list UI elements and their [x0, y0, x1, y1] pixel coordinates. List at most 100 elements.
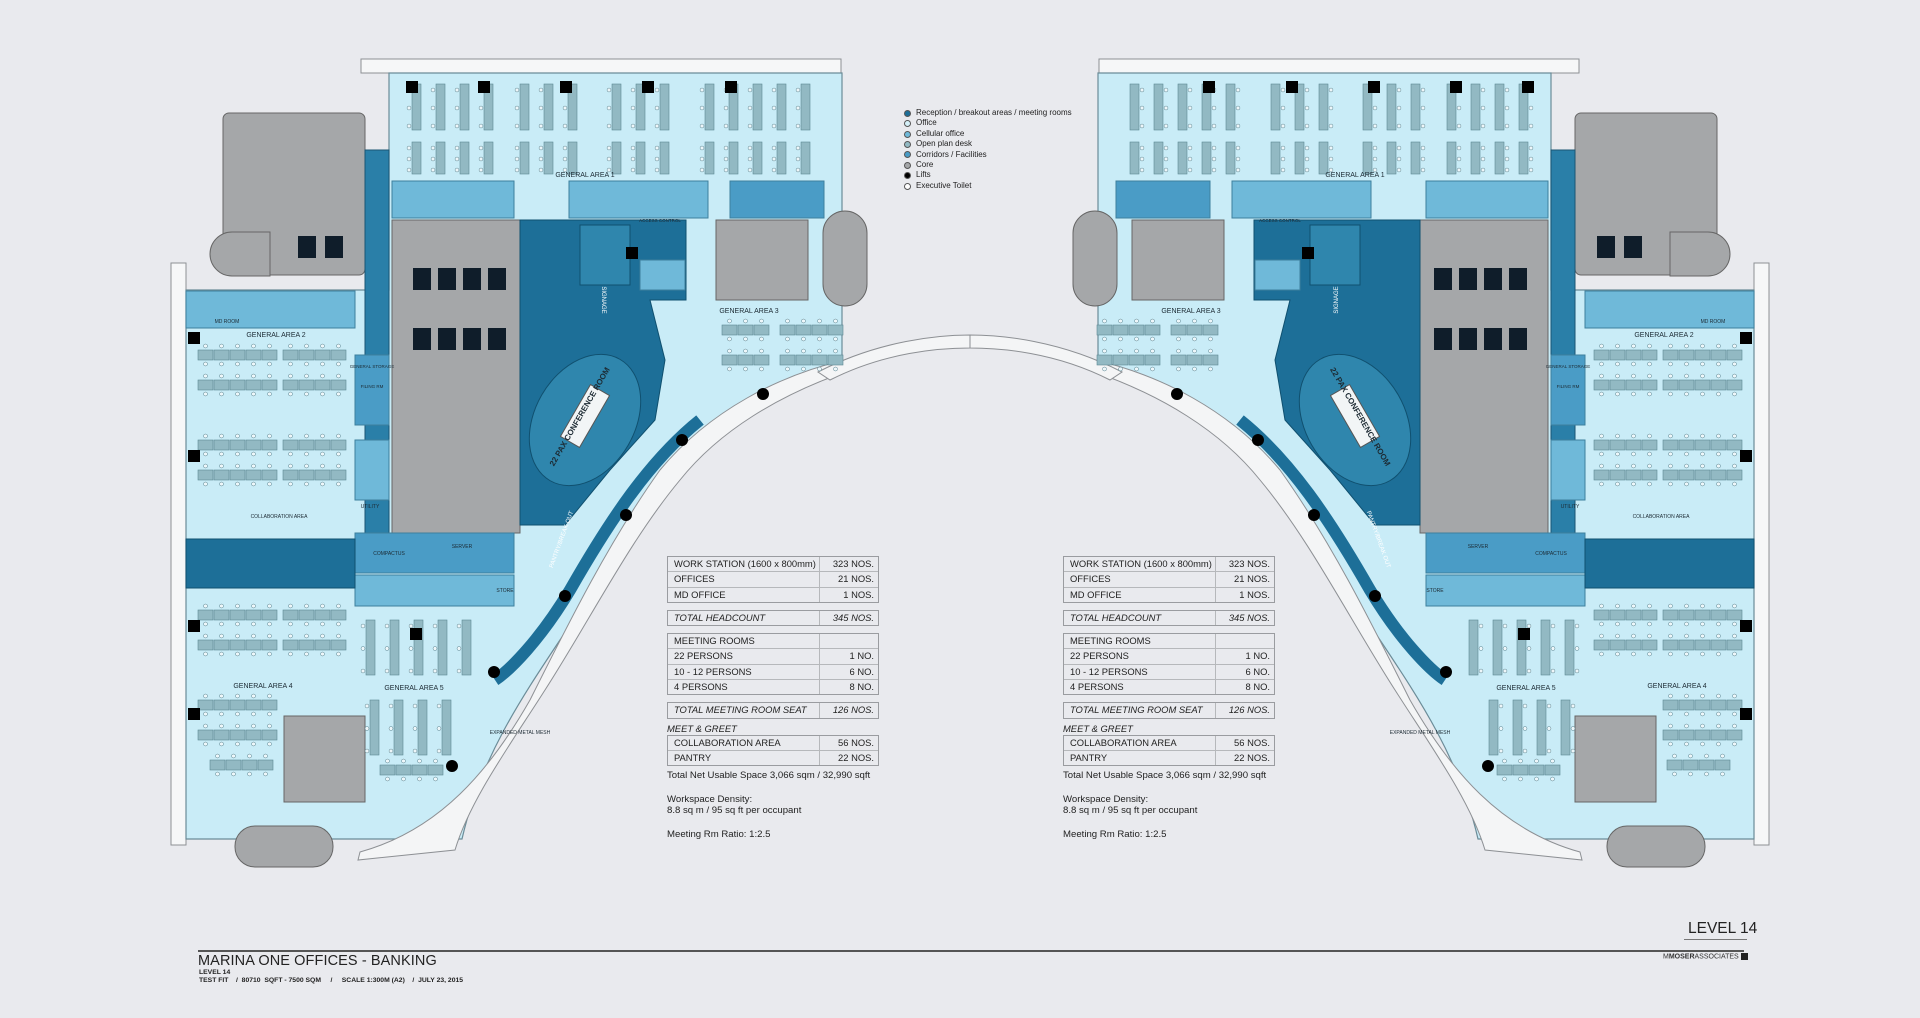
drawing-details: TEST FIT / 80710 SQFT - 7500 SQM / SCALE…	[199, 977, 464, 984]
schedule-label: COLLABORATION AREA	[1064, 735, 1216, 750]
legend-item: Corridors / Facilities	[904, 150, 1072, 160]
label-collab: COLLABORATION AREA	[1633, 514, 1691, 520]
label-utility: UTILITY	[1561, 504, 1580, 510]
legend-swatch-icon	[904, 140, 911, 148]
label-filing: FILING RM	[1557, 384, 1580, 389]
schedule-label: WORK STATION (1600 x 800mm)	[668, 557, 820, 572]
schedule-value: 6 NO.	[849, 665, 875, 677]
label-ga2: GENERAL AREA 2	[246, 332, 305, 339]
schedule-value: 126 NOS.	[1228, 704, 1270, 716]
label-general-storage: GENERAL STORAGE	[1546, 364, 1591, 369]
schedule-value	[820, 634, 878, 648]
schedule-label: MEETING ROOMS	[1064, 634, 1216, 649]
legend-label: Core	[916, 160, 934, 170]
label-ga5: GENERAL AREA 5	[384, 685, 443, 692]
schedule-label: MD OFFICE	[1064, 587, 1216, 602]
schedule-row: MEETING ROOMS	[668, 634, 878, 649]
schedule-label: 10 - 12 PERSONS	[668, 664, 820, 680]
schedule-value: 345 NOS.	[1228, 611, 1270, 623]
schedule-value: 323 NOS.	[1228, 558, 1270, 569]
schedule-label: OFFICES	[668, 572, 820, 587]
schedule-label: MEETING ROOMS	[668, 634, 820, 649]
legend-swatch-icon	[904, 120, 911, 128]
schedule-row: TOTAL MEETING ROOM SEAT 126 NOS.	[668, 703, 878, 718]
schedule-row: TOTAL MEETING ROOM SEAT 126 NOS.	[1064, 703, 1274, 718]
legend-label: Lifts	[916, 170, 931, 180]
net-usable-space: Total Net Usable Space 3,066 sqm / 32,99…	[667, 770, 871, 782]
schedule-right: WORK STATION (1600 x 800mm)323 NOS.OFFIC…	[1063, 556, 1275, 852]
workspace-density: Workspace Density:8.8 sq m / 95 sq ft pe…	[667, 794, 879, 817]
schedule-value: 126 NOS.	[832, 704, 874, 716]
density-value: 8.8 sq m / 95 sq ft per occupant	[1063, 805, 1198, 817]
schedule-label: MD OFFICE	[668, 587, 820, 602]
schedule-label: COLLABORATION AREA	[668, 735, 820, 750]
label-compactus: COMPACTUS	[1535, 551, 1567, 557]
label-ga3: GENERAL AREA 3	[1161, 308, 1220, 315]
schedule-table: TOTAL MEETING ROOM SEAT 126 NOS.	[667, 702, 879, 719]
schedule-value: 22 NOS.	[838, 751, 874, 763]
label-utility: UTILITY	[361, 504, 380, 510]
legend-label: Corridors / Facilities	[916, 149, 987, 159]
schedule-value: 22 NOS.	[1234, 751, 1270, 763]
net-usable-space: Total Net Usable Space 3,066 sqm / 32,99…	[1063, 770, 1267, 782]
project-title: MARINA ONE OFFICES - BANKING	[198, 953, 437, 969]
legend-label: Reception / breakout areas / meeting roo…	[916, 108, 1072, 117]
label-general-storage: GENERAL STORAGE	[350, 364, 395, 369]
level-subtitle: LEVEL 14	[199, 969, 231, 976]
label-ga2: GENERAL AREA 2	[1634, 332, 1693, 339]
label-collab: COLLABORATION AREA	[251, 514, 309, 520]
level-label: LEVEL 14	[1688, 920, 1758, 937]
firm-logo-box	[1740, 953, 1748, 960]
schedule-table: WORK STATION (1600 x 800mm)323 NOS.OFFIC…	[1063, 556, 1275, 603]
schedule-value: 6 NO.	[1245, 665, 1271, 677]
legend: Reception / breakout areas / meeting roo…	[904, 108, 1072, 191]
schedule-row: MEETING ROOMS	[1064, 634, 1274, 649]
schedule-table: TOTAL MEETING ROOM SEAT 126 NOS.	[1063, 702, 1275, 719]
schedule-label: TOTAL MEETING ROOM SEAT	[668, 703, 820, 718]
schedule-value: 8 NO.	[849, 681, 875, 693]
density-value: 8.8 sq m / 95 sq ft per occupant	[667, 805, 802, 817]
schedule-row: COLLABORATION AREA 56 NOS.	[668, 735, 878, 750]
workspace-density: Workspace Density:8.8 sq m / 95 sq ft pe…	[1063, 794, 1275, 817]
label-filing: FILING RM	[361, 384, 384, 389]
firm-logo: MMOSERASSOCIATES	[1663, 953, 1748, 960]
legend-item: Cellular office	[904, 129, 1072, 139]
label-md-room: MD ROOM	[215, 319, 240, 325]
schedule-label: 22 PERSONS	[1064, 649, 1216, 664]
label-access-control: ACCESS CONTROL	[1259, 218, 1301, 223]
meet-greet-heading: MEET & GREET	[1063, 722, 1133, 734]
label-ga4: GENERAL AREA 4	[1647, 683, 1706, 690]
label-ga1: GENERAL AREA 1	[1325, 172, 1384, 179]
label-md-room: MD ROOM	[1701, 319, 1726, 325]
schedule-row: PANTRY 22 NOS.	[1064, 749, 1274, 766]
legend-swatch-icon	[904, 151, 911, 159]
label-signage: SIGNAGE	[1334, 286, 1340, 313]
legend-swatch-icon	[904, 130, 911, 138]
schedule-value: 1 NO.	[849, 650, 875, 662]
legend-item: Open plan desk	[904, 139, 1072, 149]
schedule-label: TOTAL MEETING ROOM SEAT	[1064, 703, 1216, 718]
schedule-label: PANTRY	[1064, 750, 1216, 766]
legend-item: Executive Toilet	[904, 181, 1072, 191]
legend-swatch-icon	[904, 182, 911, 190]
schedule-summary: Total Net Usable Space 3,066 sqm / 32,99…	[667, 770, 879, 840]
label-compactus: COMPACTUS	[373, 551, 405, 557]
level-underline	[1684, 939, 1747, 940]
legend-swatch-icon	[904, 161, 911, 169]
schedule-value: 56 NOS.	[838, 736, 874, 748]
